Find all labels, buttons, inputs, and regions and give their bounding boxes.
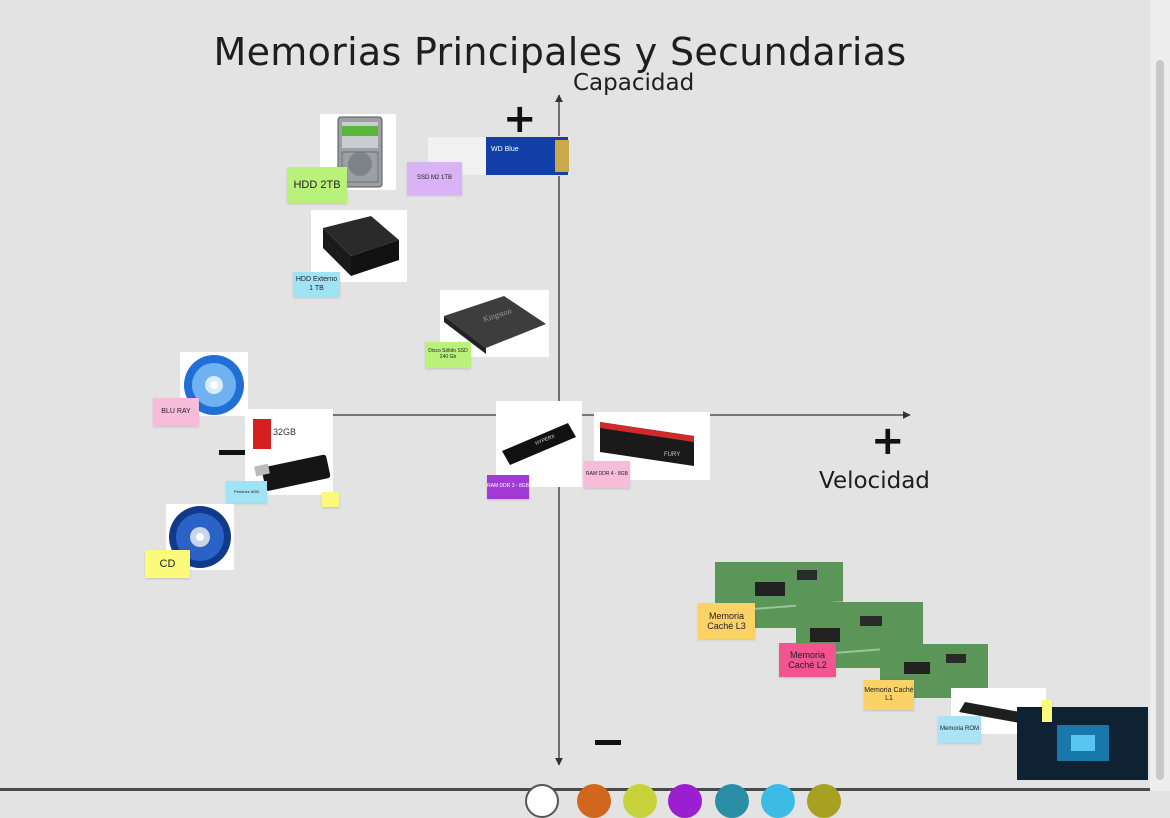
x-minus-sign [219,450,245,455]
chip-image[interactable] [1017,707,1148,780]
color-purple[interactable] [668,784,702,818]
note-disco-solido[interactable]: Disco Sólido SSD 240 Gb [425,342,471,368]
x-plus-sign: + [871,418,905,464]
axes [333,94,911,766]
note-ram-ddr4[interactable]: RAM DDR 4 - 8GB [584,461,630,488]
y-plus-sign: + [503,96,537,142]
note-cache-l2[interactable]: Memoria Caché L2 [779,643,836,677]
color-lime[interactable] [623,784,657,818]
ssd-kingston-image[interactable]: Kingston [440,290,549,357]
ram-ddr4-image[interactable]: FURY [594,412,710,480]
x-axis-label: Velocidad [819,468,930,494]
fury-text: FURY [664,452,680,458]
scrollbar-thumb[interactable] [1156,60,1164,780]
note-cd[interactable]: CD [145,550,190,578]
color-olive[interactable] [807,784,841,818]
ram-ddr3-image[interactable]: HYPERX [496,401,582,487]
note-cache-l1[interactable]: Memoria Caché L1 [864,680,914,710]
note-hdd-2tb[interactable]: HDD 2TB [287,167,347,203]
color-teal[interactable] [715,784,749,818]
scrollbar[interactable] [1150,0,1170,791]
page-title: Memorias Principales y Secundarias [213,30,907,74]
wd-blue-text: WD Blue [491,146,519,153]
bottom-border [0,788,1150,791]
pendrive-image[interactable]: 32GB [245,409,333,495]
note-blu-ray[interactable]: BLU RAY [153,398,199,426]
note-yellow-small[interactable] [322,492,339,507]
note-hdd-externo[interactable]: HDD Externo 1 TB [293,272,340,297]
y-minus-sign [595,740,621,745]
hdd-externo-image[interactable] [311,210,407,282]
note-rom[interactable]: Memoria ROM [938,716,981,743]
color-sky[interactable] [761,784,795,818]
y-axis-label: Capacidad [573,70,695,96]
note-pendrive[interactable]: Pendrive 8GB [226,481,267,503]
note-ram-ddr3[interactable]: RAM DDR 3 - 8GB [487,475,529,499]
color-orange[interactable] [577,784,611,818]
usb-capacity-text: 32GB [273,427,296,437]
note-cache-l3[interactable]: Memoria Caché L3 [698,603,755,639]
color-white[interactable] [525,784,559,818]
note-ssd-m2[interactable]: SSD M2 1TB [407,162,462,195]
note-yellow-edge[interactable] [1042,700,1052,722]
blu-ray-image[interactable] [180,352,248,416]
